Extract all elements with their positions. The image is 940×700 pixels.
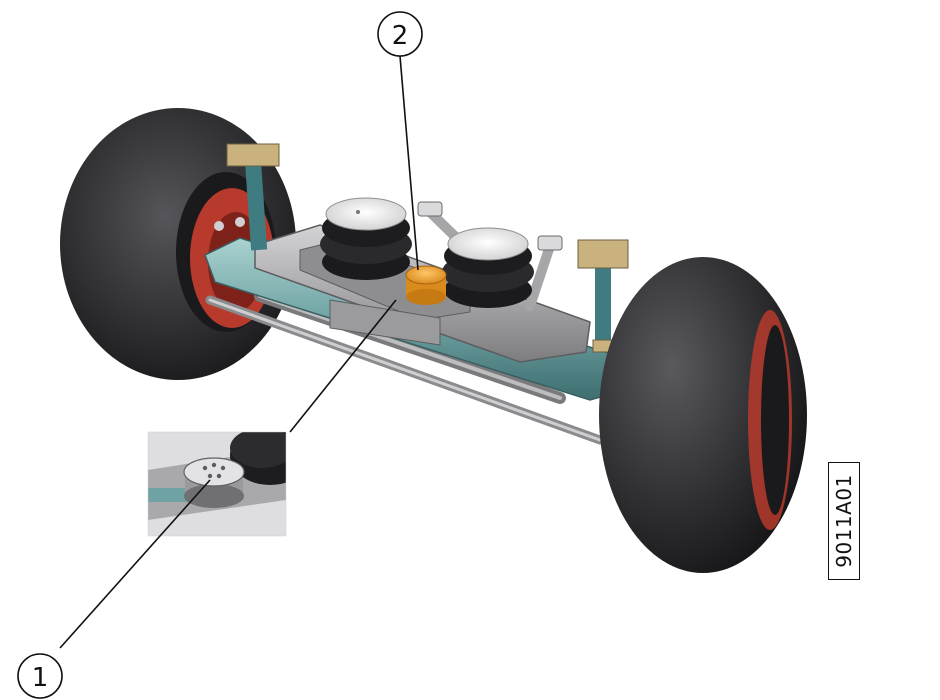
- callout-2: 2: [377, 11, 423, 57]
- right-shock-absorber: [577, 239, 629, 353]
- highlighted-component: [405, 265, 447, 305]
- callout-2-number: 2: [392, 21, 409, 51]
- leader-line-callout-1: [59, 479, 211, 649]
- left-air-spring: [320, 197, 412, 280]
- leader-line-callout-2: [399, 55, 419, 271]
- right-air-spring: [442, 227, 534, 308]
- right-wheel: [599, 257, 807, 573]
- callout-1-number: 1: [32, 663, 49, 693]
- callout-1: 1: [17, 653, 63, 699]
- figure-reference-text: 9011A01: [832, 474, 856, 568]
- left-shock-absorber: [226, 143, 280, 251]
- tie-rod: [205, 290, 605, 445]
- inset-detail-view: [148, 432, 286, 536]
- figure-reference-label: 9011A01: [828, 462, 860, 580]
- leader-line-inset-to-axle: [289, 299, 397, 433]
